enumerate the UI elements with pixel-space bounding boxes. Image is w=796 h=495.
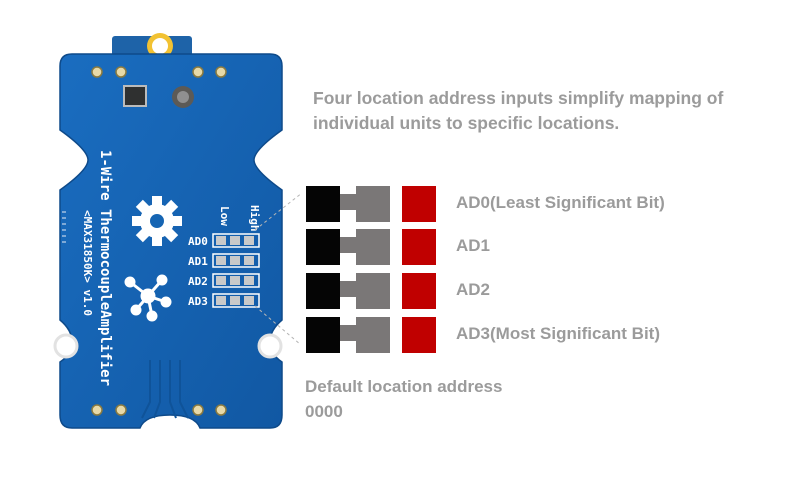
legend-row-ad2: AD2: [306, 273, 776, 309]
solder-pad: [216, 236, 226, 245]
legend-label: AD2: [456, 280, 491, 299]
solder-pad: [230, 276, 240, 285]
high-block: [402, 273, 436, 309]
headline: Four location address inputs simplify ma…: [313, 86, 783, 136]
callout-line-top: [254, 193, 300, 231]
legend-label: AD1: [456, 236, 491, 255]
high-block: [402, 317, 436, 353]
low-block: [306, 186, 340, 222]
legend-label: AD0(Least Significant Bit): [456, 193, 665, 212]
high-block: [402, 186, 436, 222]
solder-pad: [216, 256, 226, 265]
legend-row-ad3: AD3(Most Significant Bit): [306, 317, 776, 353]
board-title: 1-Wire ThermocoupleAmplifier: [97, 150, 113, 386]
pad-frame: [212, 253, 260, 268]
legend-label: AD3(Most Significant Bit): [456, 324, 660, 343]
solder-pad: [244, 276, 254, 285]
switch-bridge: [340, 281, 356, 297]
callout-line-bottom: [254, 305, 300, 345]
pad-frame: [212, 293, 260, 308]
switch-block: [356, 229, 390, 265]
high-block: [402, 229, 436, 265]
switch-block: [356, 273, 390, 309]
solder-pad: [230, 236, 240, 245]
pad-label: AD3: [188, 295, 208, 308]
legend-row-ad1: AD1: [306, 229, 776, 265]
board-model: <MAX31850K> v1.0: [81, 210, 94, 316]
switch-bridge: [340, 237, 356, 253]
pad-label: AD2: [188, 275, 208, 288]
solder-pad: [244, 236, 254, 245]
switch-block: [356, 317, 390, 353]
default-address-label: Default location address: [305, 377, 503, 396]
pad-frame: [212, 233, 260, 248]
legend-row-ad0: AD0(Least Significant Bit): [306, 186, 776, 222]
low-label: Low: [218, 206, 231, 226]
headline-line-2: individual units to specific locations.: [313, 113, 620, 133]
default-address: Default location address 0000: [305, 374, 502, 424]
pad-label: AD1: [188, 255, 208, 268]
headline-line-1: Four location address inputs simplify ma…: [313, 88, 724, 108]
switch-block: [356, 186, 390, 222]
high-label: High: [248, 205, 261, 232]
solder-pad: [216, 296, 226, 305]
pad-frame: [212, 273, 260, 288]
low-block: [306, 229, 340, 265]
solder-pad: [216, 276, 226, 285]
switch-bridge: [340, 325, 356, 341]
low-block: [306, 273, 340, 309]
solder-pad: [244, 256, 254, 265]
grove-board: 1-Wire ThermocoupleAmplifier <MAX31850K>…: [53, 33, 300, 429]
solder-pad: [230, 296, 240, 305]
switch-bridge: [340, 194, 356, 210]
solder-pad: [244, 296, 254, 305]
default-address-value: 0000: [305, 402, 343, 421]
low-block: [306, 317, 340, 353]
solder-pad: [230, 256, 240, 265]
pad-label: AD0: [188, 235, 208, 248]
